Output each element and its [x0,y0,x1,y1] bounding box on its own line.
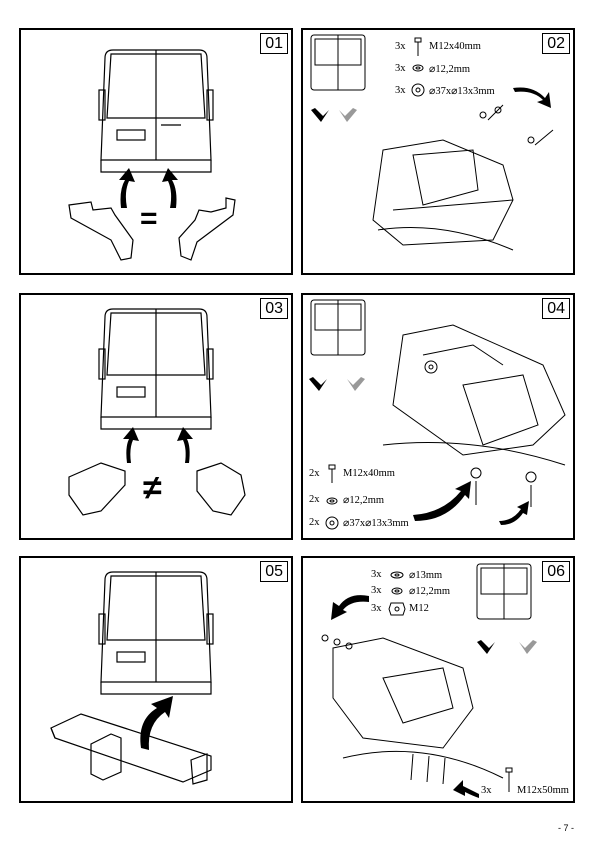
part-qty: 2x [309,517,320,528]
bolt-spec: M12x50mm [517,785,569,796]
step-panel-05: 05 [19,556,293,803]
not-equal-sign: ≠ [143,469,162,507]
step-number: 05 [260,561,288,582]
arrow-icon [499,501,529,525]
step-03-illustration: ≠ [68,308,246,516]
step-panel-04: 04 2x M12x40mm 2x ⌀12,2mm 2x ⌀37x⌀13x3mm [301,293,575,540]
part-spec: M12x40mm [343,468,395,479]
step-panel-03: 03 ≠ [19,293,293,540]
bolt-qty: 3x [481,785,492,796]
part-spec: ⌀13mm [409,570,443,581]
step-04-illustration [309,299,566,530]
bracket-icon [68,462,246,516]
arrow-icon [519,640,537,654]
step-number: 02 [542,33,570,54]
equals-sign: = [140,202,158,235]
arrow-icon [309,377,327,391]
step-05-illustration [50,571,214,785]
parts-legend-icons [325,464,339,530]
arrow-icon [140,696,173,750]
part-spec: M12x40mm [429,41,481,52]
parts-legend-icons [388,571,406,616]
arrow-icon [123,427,193,463]
part-qty: 3x [395,41,406,52]
arrow-icon [119,168,178,208]
part-spec: M12 [409,603,429,614]
arrow-icon [331,595,369,620]
step-panel-06: 06 3x ⌀13mm 3x ⌀12,2mm 3x M12 3x M12x50m… [301,556,575,803]
part-qty: 3x [395,85,406,96]
tow-bar-icon [50,713,212,785]
van-rear-icon [98,308,214,430]
part-spec: ⌀12,2mm [409,586,451,597]
page-number: - 7 - [557,823,574,833]
part-qty: 2x [309,468,320,479]
step-number: 04 [542,298,570,319]
part-spec: ⌀12,2mm [343,495,385,506]
part-qty: 2x [309,494,320,505]
arrow-icon [339,108,357,122]
van-rear-icon [310,299,366,356]
arrow-icon [513,87,551,108]
step-06-illustration [321,563,537,798]
van-rear-icon [98,571,214,695]
arrow-icon [453,780,479,798]
arrow-icon [347,377,365,391]
van-rear-icon [98,49,214,173]
part-qty: 3x [371,585,382,596]
chassis-icon [372,104,554,251]
part-qty: 3x [371,603,382,614]
step-panel-01: 01 = [19,28,293,275]
bracket-icon [68,197,236,261]
van-rear-icon [310,34,366,91]
step-number: 03 [260,298,288,319]
chassis-icon [321,634,513,792]
chassis-icon [382,324,566,507]
part-qty: 3x [371,569,382,580]
arrow-icon [477,640,495,654]
part-spec: ⌀12,2mm [429,64,471,75]
arrow-icon [311,108,329,122]
part-spec: ⌀37x⌀13x3mm [343,518,409,529]
part-qty: 3x [395,63,406,74]
step-02-illustration [310,34,554,251]
step-panel-02: 02 3x M12x40mm 3x ⌀12,2mm 3x ⌀37x⌀13x3mm [301,28,575,275]
step-01-illustration: = [68,49,236,261]
step-number: 06 [542,561,570,582]
part-spec: ⌀37x⌀13x3mm [429,86,495,97]
parts-legend-icons [411,37,425,97]
van-rear-icon [476,563,532,620]
arrow-icon [413,481,471,521]
step-number: 01 [260,33,288,54]
